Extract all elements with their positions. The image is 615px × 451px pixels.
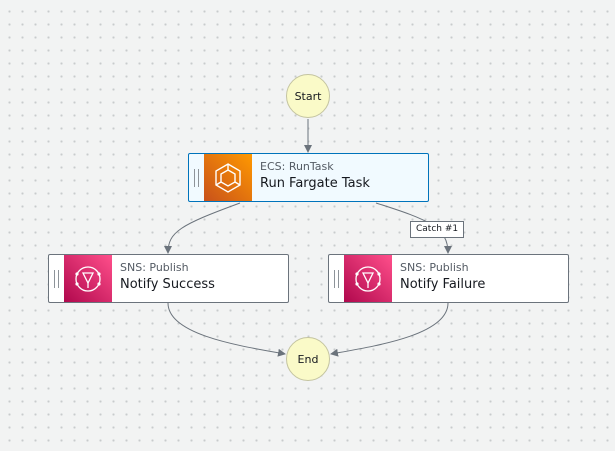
start-node[interactable]: Start <box>286 74 330 118</box>
state-name-label: Notify Success <box>120 277 215 292</box>
ecs-icon <box>204 154 252 201</box>
state-name-label: Run Fargate Task <box>260 176 370 191</box>
state-type-label: ECS: RunTask <box>260 160 334 173</box>
state-name-label: Notify Failure <box>400 277 486 292</box>
edge-notify-failure-to-end <box>330 302 449 357</box>
drag-handle[interactable] <box>334 270 339 288</box>
state-type-label: SNS: Publish <box>120 261 189 274</box>
state-notify-success[interactable]: SNS: Publish Notify Success <box>48 254 289 303</box>
sns-icon <box>344 255 392 302</box>
drag-handle[interactable] <box>54 270 59 288</box>
catch-edge-label[interactable]: Catch #1 <box>410 221 465 238</box>
edge-run-task-to-notify-success <box>164 202 241 254</box>
state-run-fargate-task[interactable]: ECS: RunTask Run Fargate Task <box>188 153 429 202</box>
end-node[interactable]: End <box>286 337 330 381</box>
start-label: Start <box>294 89 322 103</box>
state-notify-failure[interactable]: SNS: Publish Notify Failure <box>328 254 569 303</box>
drag-handle[interactable] <box>194 169 199 187</box>
sns-icon <box>64 255 112 302</box>
edge-notify-success-to-end <box>167 302 286 357</box>
state-type-label: SNS: Publish <box>400 261 469 274</box>
end-label: End <box>297 352 319 366</box>
